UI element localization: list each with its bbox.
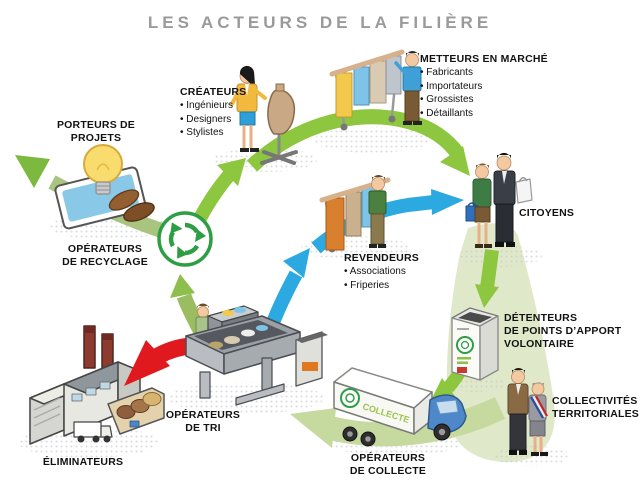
tri-line1: OPÉRATEURS — [165, 409, 241, 421]
citoyens-illustration — [465, 152, 533, 248]
createurs-item: • Ingénieurs — [180, 100, 233, 111]
eliminateurs-factory-illustration — [29, 325, 165, 445]
arrow-citoyens-to-detenteurs — [475, 249, 499, 308]
recycling-loop-icon — [157, 211, 213, 267]
collecte-line2: DE COLLECTE — [349, 465, 427, 477]
revendeurs-item: • Friperies — [344, 279, 390, 291]
label-metteurs: METTEURS EN MARCHÉ • Fabricants • Import… — [420, 53, 548, 120]
detenteurs-bin-illustration — [451, 307, 499, 381]
collectivites-line1: COLLECTIVITÉS — [552, 395, 638, 407]
page-title: LES ACTEURS DE LA FILIÈRE — [147, 13, 493, 32]
arrow-recyclage-to-createurs — [189, 158, 246, 230]
label-tri: OPÉRATEURS DE TRI — [158, 409, 248, 435]
createurs-item: • Designers — [180, 113, 232, 125]
revendeurs-item: • Associations — [344, 266, 406, 277]
label-porteurs: PORTEURS DE PROJETS — [40, 119, 152, 145]
eliminateurs-title: ÉLIMINATEURS — [42, 456, 124, 468]
createurs-stylist-illustration — [230, 65, 298, 165]
createurs-item: • Stylistes — [180, 127, 224, 138]
citoyens-title: CITOYENS — [519, 207, 575, 219]
label-createurs: CRÉATEURS • Ingénieurs • Designers • Sty… — [180, 86, 246, 140]
label-eliminateurs: ÉLIMINATEURS — [28, 456, 138, 469]
recyclage-line2: DE RECYCLAGE — [62, 256, 148, 268]
porteurs-line2: PROJETS — [70, 132, 122, 144]
label-collecte: OPÉRATEURS DE COLLECTE — [342, 452, 434, 478]
createurs-title: CRÉATEURS — [180, 86, 247, 98]
revendeurs-clothes-rack-illustration — [319, 174, 391, 253]
porteurs-line1: PORTEURS DE — [56, 119, 136, 131]
label-collectivites: COLLECTIVITÉS TERRITORIALES — [552, 395, 639, 421]
label-citoyens: CITOYENS — [519, 207, 574, 220]
collectivites-line2: TERRITORIALES — [552, 408, 639, 420]
label-recyclage: OPÉRATEURS DE RECYCLAGE — [50, 243, 160, 269]
metteurs-item: • Détaillants — [420, 107, 473, 119]
collectivites-officials-illustration — [507, 367, 548, 456]
metteurs-item: • Importateurs — [420, 80, 483, 92]
tri-sorting-line-illustration — [185, 303, 328, 406]
arrow-createurs-to-citoyens — [246, 109, 470, 176]
recyclage-line1: OPÉRATEURS — [67, 243, 143, 255]
porteurs-idea-illustration — [54, 144, 155, 230]
revendeurs-title: REVENDEURS — [344, 252, 419, 264]
collecte-truck-illustration: COLLECTE — [333, 367, 467, 447]
collecte-line1: OPÉRATEURS — [350, 452, 426, 464]
metteurs-title: METTEURS EN MARCHÉ — [420, 53, 548, 65]
detenteurs-line3: VOLONTAIRE — [504, 338, 575, 350]
metteurs-item: • Grossistes — [420, 94, 474, 105]
tri-line2: DE TRI — [185, 422, 221, 434]
metteurs-clothes-rack-illustration — [329, 49, 422, 131]
detenteurs-line1: DÉTENTEURS — [504, 312, 578, 324]
detenteurs-line2: DE POINTS D’APPORT — [504, 325, 622, 337]
label-revendeurs: REVENDEURS • Associations • Friperies — [344, 252, 419, 292]
metteurs-item: • Fabricants — [420, 67, 473, 78]
label-detenteurs: DÉTENTEURS DE POINTS D’APPORT VOLONTAIRE — [504, 312, 621, 351]
